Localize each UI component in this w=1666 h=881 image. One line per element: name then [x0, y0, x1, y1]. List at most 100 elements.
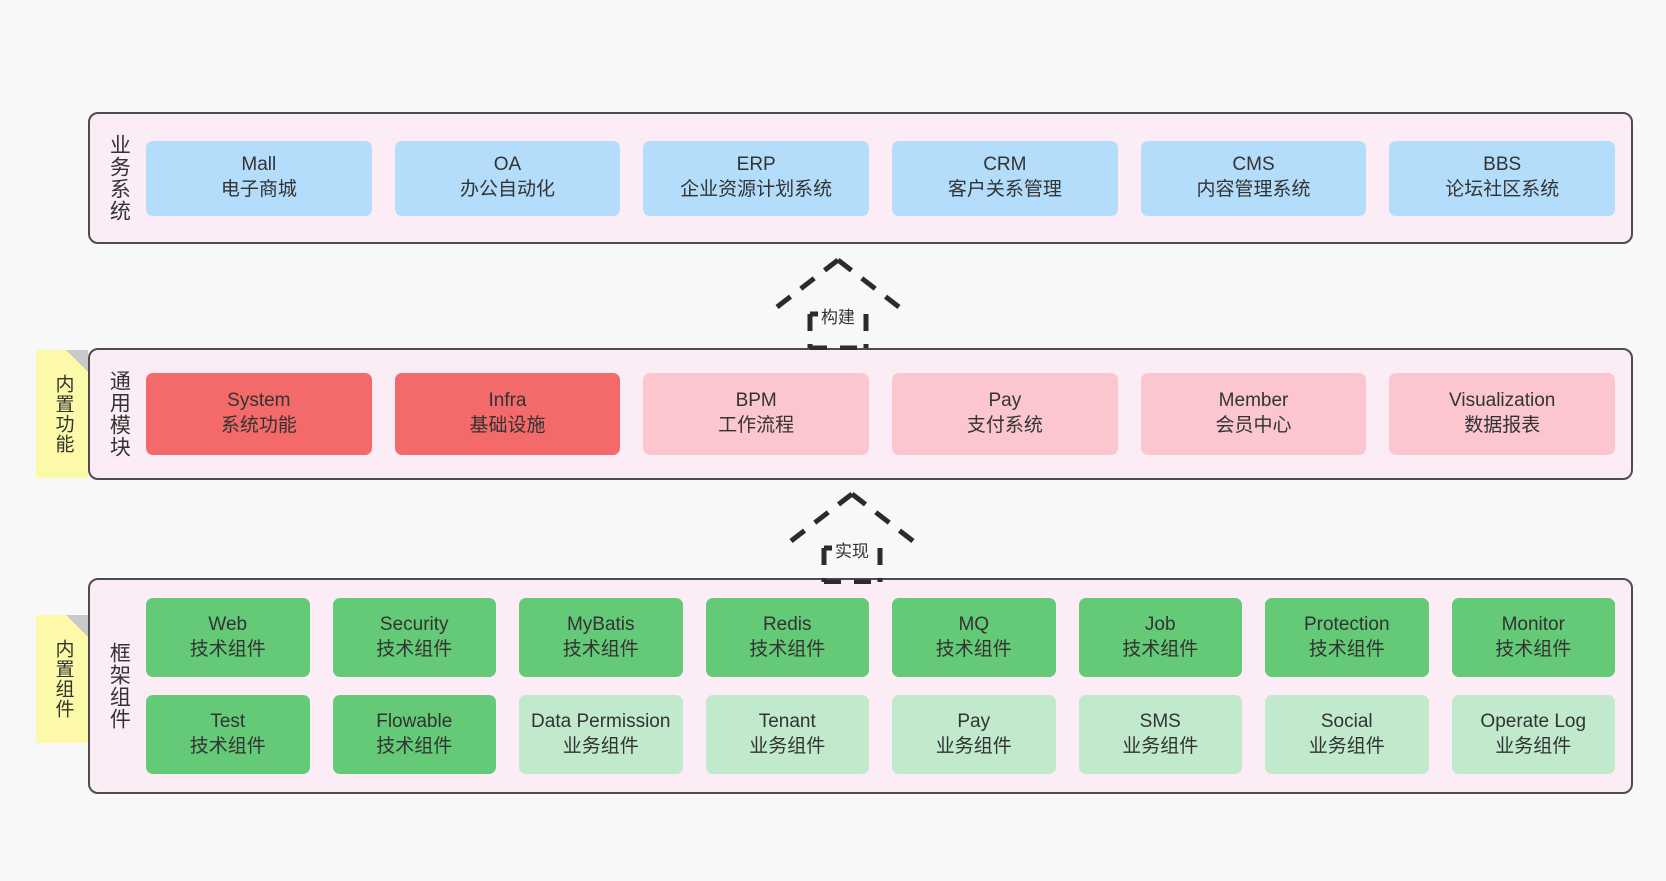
card-subtitle: 业务组件 — [562, 735, 639, 757]
card-operate-log[interactable]: Operate Log 业务组件 — [1451, 695, 1615, 774]
card-subtitle: 电子商城 — [220, 179, 297, 200]
card-subtitle: 技术组件 — [749, 638, 826, 660]
card-title: Protection — [1303, 613, 1390, 635]
card-subtitle: 基础设施 — [469, 415, 546, 436]
card-bbs[interactable]: BBS 论坛社区系统 — [1389, 140, 1616, 216]
layer-framework-components: 框架组件 Web 技术组件 Security 技术组件 MyBatis 技术组件… — [88, 578, 1633, 794]
card-title: CRM — [983, 154, 1027, 176]
card-subtitle: 数据报表 — [1464, 415, 1541, 436]
card-title: OA — [493, 154, 522, 176]
card-subtitle: 论坛社区系统 — [1445, 179, 1560, 200]
card-title: Visualization — [1449, 390, 1556, 412]
card-subtitle: 技术组件 — [189, 638, 266, 660]
card-row: Test 技术组件 Flowable 技术组件 Data Permission … — [146, 695, 1615, 774]
card-member[interactable]: Member 会员中心 — [1140, 373, 1367, 455]
card-security[interactable]: Security 技术组件 — [332, 598, 496, 677]
card-subtitle: 业务组件 — [935, 735, 1012, 757]
card-subtitle: 企业资源计划系统 — [680, 179, 833, 200]
card-row: Web 技术组件 Security 技术组件 MyBatis 技术组件 Redi… — [146, 598, 1615, 677]
card-mybatis[interactable]: MyBatis 技术组件 — [519, 598, 683, 677]
layer-body-business-systems: Mall 电子商城 OA 办公自动化 ERP 企业资源计划系统 CRM 客户关系… — [146, 114, 1631, 242]
layer-body-framework-components: Web 技术组件 Security 技术组件 MyBatis 技术组件 Redi… — [146, 580, 1631, 792]
card-title: CMS — [1232, 154, 1275, 176]
card-tenant[interactable]: Tenant 业务组件 — [705, 695, 869, 774]
sticky-note-builtin-functions: 内置功能 — [36, 350, 88, 478]
card-title: MQ — [958, 613, 990, 635]
sticky-note-builtin-components: 内置组件 — [36, 615, 88, 743]
card-row: Mall 电子商城 OA 办公自动化 ERP 企业资源计划系统 CRM 客户关系… — [146, 140, 1616, 216]
card-title: Social — [1320, 710, 1373, 732]
card-data-permission[interactable]: Data Permission 业务组件 — [519, 695, 683, 774]
card-mq[interactable]: MQ 技术组件 — [892, 598, 1056, 677]
arrow-implement: 实现 — [762, 486, 942, 584]
card-title: Redis — [762, 613, 812, 635]
card-job[interactable]: Job 技术组件 — [1078, 598, 1242, 677]
card-subtitle: 系统功能 — [220, 415, 297, 436]
card-title: SMS — [1139, 710, 1181, 732]
card-subtitle: 会员中心 — [1215, 415, 1292, 436]
card-title: BBS — [1483, 154, 1522, 176]
card-redis[interactable]: Redis 技术组件 — [705, 598, 869, 677]
card-title: Tenant — [758, 710, 816, 732]
card-mall[interactable]: Mall 电子商城 — [146, 140, 372, 216]
card-title: Pay — [957, 710, 991, 732]
card-bpm[interactable]: BPM 工作流程 — [643, 373, 870, 455]
card-crm[interactable]: CRM 客户关系管理 — [892, 140, 1118, 216]
arrow-build: 构建 — [748, 252, 928, 350]
layer-business-systems: 业务系统 Mall 电子商城 OA 办公自动化 ERP 企业资源计划系统 CRM… — [88, 112, 1633, 244]
sticky-note-label: 内置功能 — [52, 374, 74, 454]
layer-title-business-systems: 业务系统 — [107, 134, 131, 222]
card-title: Infra — [488, 390, 527, 412]
card-subtitle: 技术组件 — [376, 735, 453, 757]
card-title: Data Permission — [531, 710, 671, 732]
card-social[interactable]: Social 业务组件 — [1265, 695, 1429, 774]
card-oa[interactable]: OA 办公自动化 — [394, 140, 621, 216]
card-infra[interactable]: Infra 基础设施 — [394, 373, 621, 455]
card-title: ERP — [736, 154, 776, 176]
card-row: System 系统功能 Infra 基础设施 BPM 工作流程 Pay 支付系统… — [146, 373, 1616, 455]
card-subtitle: 技术组件 — [189, 735, 266, 757]
card-title: Mall — [241, 154, 277, 176]
layer-body-common-modules: System 系统功能 Infra 基础设施 BPM 工作流程 Pay 支付系统… — [146, 350, 1631, 478]
card-subtitle: 技术组件 — [376, 638, 453, 660]
card-title: Pay — [988, 390, 1022, 412]
card-subtitle: 技术组件 — [562, 638, 639, 660]
layer-title-framework-components: 框架组件 — [107, 642, 131, 730]
card-pay-component[interactable]: Pay 业务组件 — [892, 695, 1056, 774]
card-title: System — [227, 390, 291, 412]
card-subtitle: 内容管理系统 — [1196, 179, 1311, 200]
card-monitor[interactable]: Monitor 技术组件 — [1451, 598, 1615, 677]
card-flowable[interactable]: Flowable 技术组件 — [332, 695, 496, 774]
card-title: Security — [379, 613, 449, 635]
sticky-note-label: 内置组件 — [52, 639, 74, 719]
card-system[interactable]: System 系统功能 — [146, 373, 372, 455]
card-subtitle: 业务组件 — [1122, 735, 1199, 757]
card-visualization[interactable]: Visualization 数据报表 — [1389, 373, 1616, 455]
card-web[interactable]: Web 技术组件 — [146, 598, 310, 677]
card-subtitle: 技术组件 — [1495, 638, 1572, 660]
arrow-implement-label: 实现 — [832, 537, 872, 562]
card-cms[interactable]: CMS 内容管理系统 — [1140, 140, 1367, 216]
card-title: Flowable — [376, 710, 453, 732]
card-subtitle: 办公自动化 — [460, 179, 556, 200]
card-sms[interactable]: SMS 业务组件 — [1078, 695, 1242, 774]
card-erp[interactable]: ERP 企业资源计划系统 — [643, 140, 870, 216]
card-subtitle: 客户关系管理 — [947, 179, 1062, 200]
card-protection[interactable]: Protection 技术组件 — [1265, 598, 1429, 677]
card-subtitle: 业务组件 — [749, 735, 826, 757]
card-title: BPM — [735, 390, 777, 412]
card-title: Web — [208, 613, 248, 635]
layer-title-common-modules: 通用模块 — [107, 370, 131, 458]
card-subtitle: 技术组件 — [1308, 638, 1385, 660]
card-title: Operate Log — [1480, 710, 1587, 732]
card-title: Member — [1218, 390, 1289, 412]
card-subtitle: 工作流程 — [718, 415, 795, 436]
card-title: Monitor — [1501, 613, 1565, 635]
card-pay-module[interactable]: Pay 支付系统 — [892, 373, 1118, 455]
card-subtitle: 技术组件 — [935, 638, 1012, 660]
card-subtitle: 支付系统 — [966, 415, 1043, 436]
card-test[interactable]: Test 技术组件 — [146, 695, 310, 774]
arrow-build-icon — [766, 258, 910, 350]
layer-common-modules: 通用模块 System 系统功能 Infra 基础设施 BPM 工作流程 Pay… — [88, 348, 1633, 480]
